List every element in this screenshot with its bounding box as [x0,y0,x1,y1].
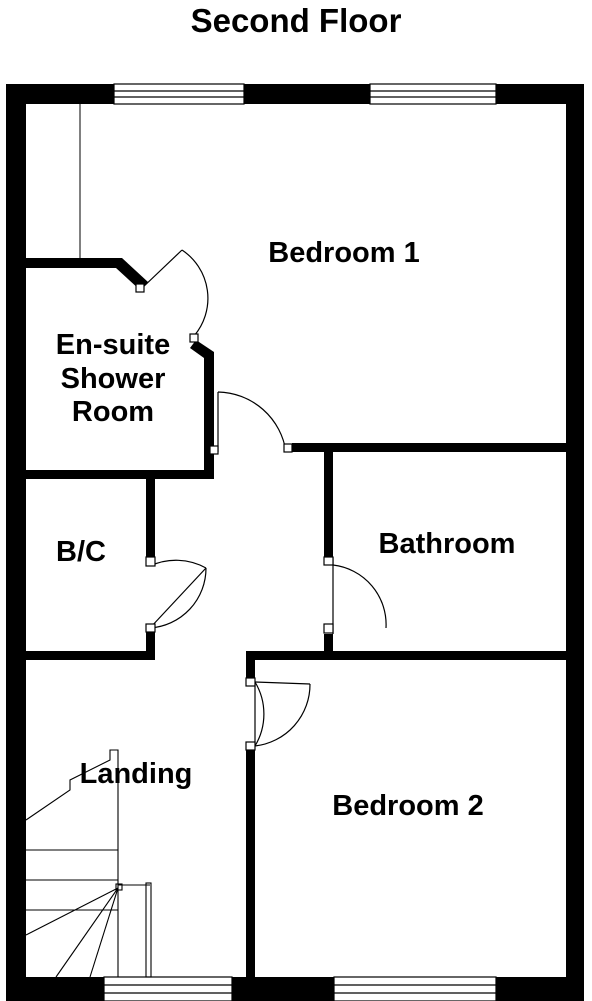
doors [135,249,387,751]
door-ensuite [135,249,209,343]
label-ensuite-line1: En-suite [56,329,170,361]
door-bc [145,556,207,633]
window-bottom-right [333,976,497,1001]
window-top-left [113,83,245,105]
staircase [25,749,152,978]
label-bedroom-2: Bedroom 2 [332,790,483,822]
label-landing: Landing [80,758,193,790]
windows [103,83,497,1001]
door-landing-bedroom1 [209,391,293,455]
outer-walls [6,84,584,1001]
label-bedroom-1: Bedroom 1 [268,237,419,269]
interior-walls [26,258,566,977]
label-bathroom: Bathroom [379,528,516,560]
label-ensuite-line2: Shower [61,363,166,395]
label-ensuite-line3: Room [72,396,154,428]
window-bottom-left [103,976,233,1001]
label-bc: B/C [56,536,106,568]
floor-title: Second Floor [190,2,402,39]
door-bedroom2 [245,677,311,751]
door-bathroom [323,556,387,634]
window-top-right [369,83,497,105]
